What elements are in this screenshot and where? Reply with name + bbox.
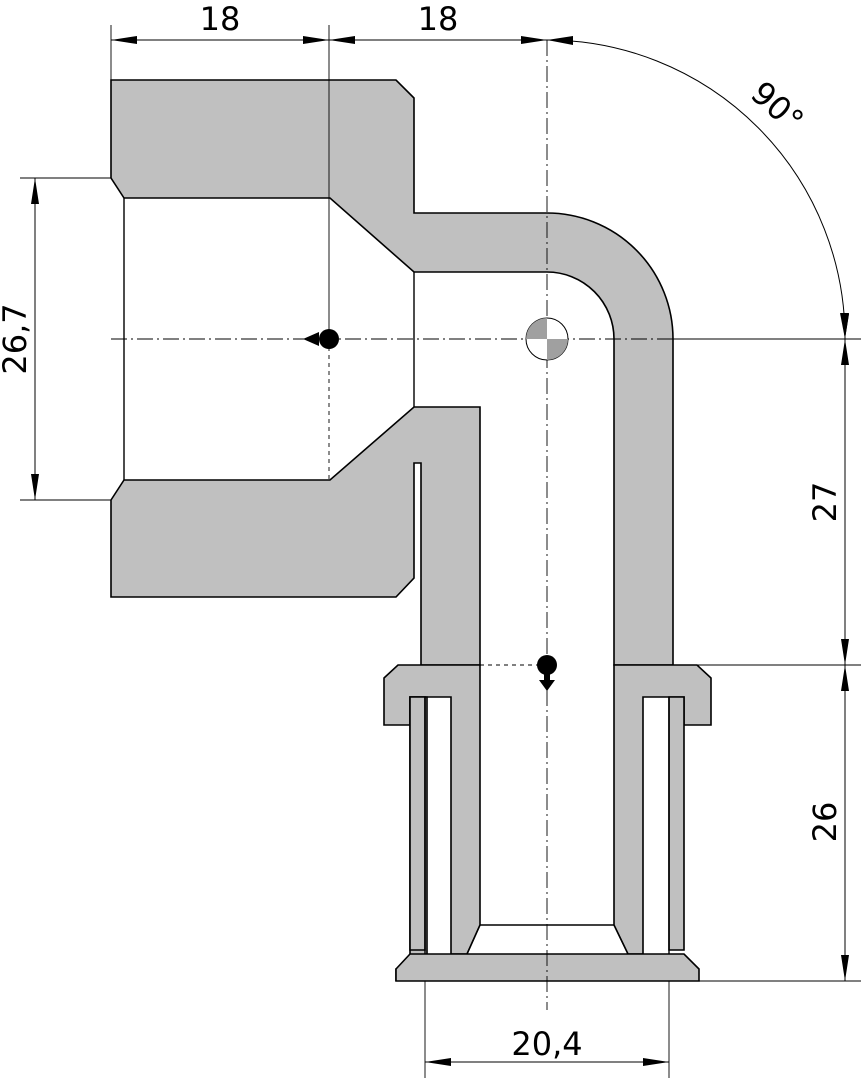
dim-outlet-diameter: 20,4 — [511, 1025, 582, 1063]
fitting-body — [110, 79, 712, 982]
right-sleeve-strip — [668, 696, 685, 951]
dimension-lines — [31, 36, 849, 1066]
bottom-ring — [395, 953, 700, 982]
dim-top-left-width: 18 — [200, 0, 241, 38]
dim-vertical-lower: 26 — [806, 802, 844, 843]
dim-angle: 90° — [744, 74, 812, 140]
dim-inlet-diameter: 26,7 — [0, 303, 34, 374]
center-of-gravity-icon — [525, 317, 569, 361]
lower-socket-wall — [110, 406, 481, 666]
left-sleeve-strip — [409, 696, 426, 951]
connection-point-icon — [303, 329, 339, 349]
interior-edges — [123, 198, 670, 955]
dim-top-right-width: 18 — [418, 0, 459, 38]
left-spigot — [383, 664, 481, 955]
dim-vertical-upper: 27 — [806, 482, 844, 523]
connection-point-icon — [537, 655, 557, 691]
right-spigot — [613, 664, 712, 955]
